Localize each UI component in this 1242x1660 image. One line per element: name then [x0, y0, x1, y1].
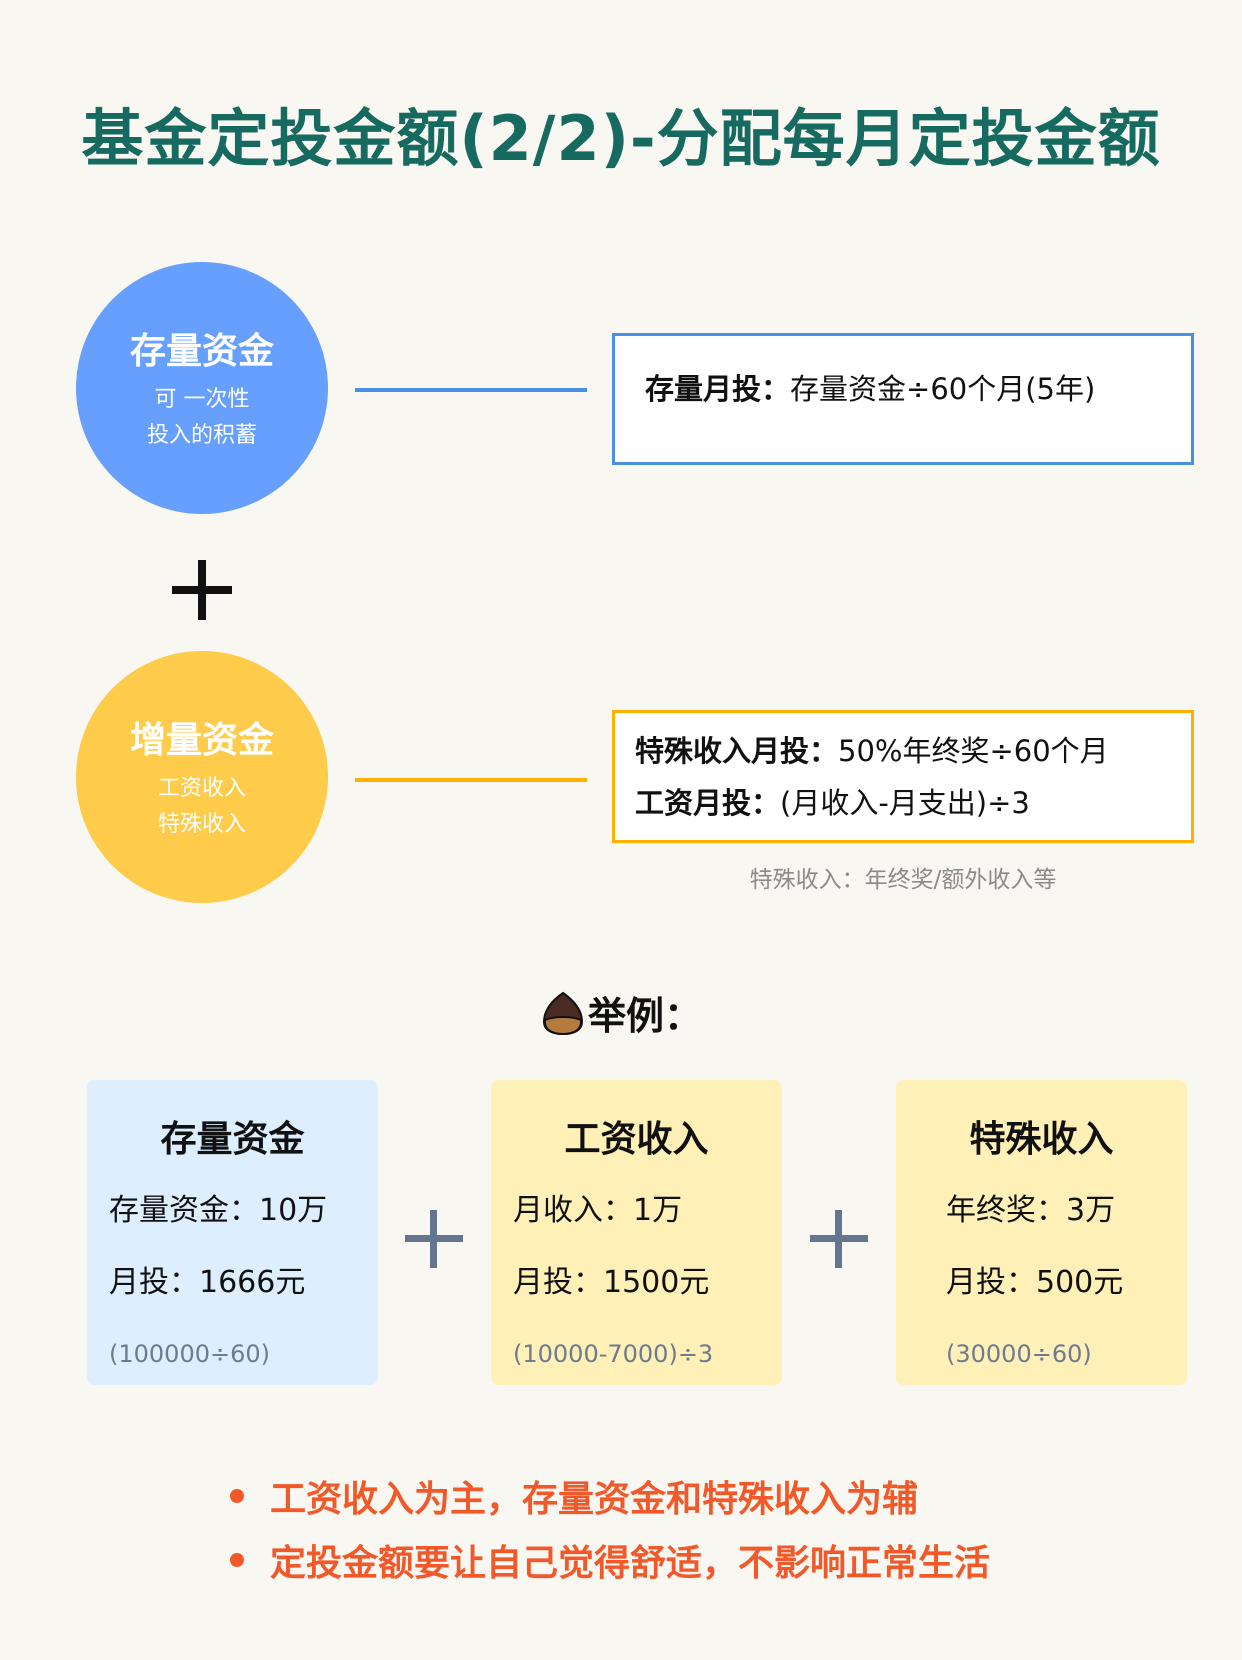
stock-example-card: 存量资金 存量资金：10万 月投：1666元 (100000÷60) — [87, 1080, 378, 1385]
card-formula: (10000-7000)÷3 — [513, 1340, 714, 1368]
card-formula: (30000÷60) — [946, 1340, 1092, 1368]
bullet-item: 工资收入为主，存量资金和特殊收入为辅 — [230, 1470, 918, 1522]
bullet-item: 定投金额要让自己觉得舒适，不影响正常生活 — [230, 1534, 990, 1586]
stock-fund-desc-1: 可 一次性 — [154, 387, 250, 412]
special-income-note: 特殊收入：年终奖/额外收入等 — [749, 867, 1057, 893]
card-title: 特殊收入 — [969, 1119, 1114, 1160]
increment-fund-circle: 增量资金 工资收入 特殊收入 — [76, 651, 328, 903]
connector-line-increment — [355, 778, 587, 782]
plus-icon — [405, 1210, 463, 1268]
card-line-2: 月投：1500元 — [513, 1265, 710, 1300]
card-formula: (100000÷60) — [109, 1340, 270, 1368]
card-line-2: 月投：500元 — [946, 1265, 1124, 1300]
stock-rule: 存量资金÷60个月(5年) — [790, 372, 1096, 406]
example-heading: 举例： — [0, 985, 1242, 1040]
increment-fund-desc-2: 特殊收入 — [157, 812, 246, 837]
plus-icon — [172, 560, 232, 620]
salary-rule: (月收入-月支出)÷3 — [780, 785, 1030, 820]
connector-line-stock — [355, 388, 587, 392]
special-rule: 50%年终奖÷60个月 — [838, 733, 1109, 768]
plus-icon — [810, 1210, 868, 1268]
card-line-1: 月收入：1万 — [513, 1193, 683, 1228]
bullet-dot-icon — [230, 1553, 244, 1567]
card-line-1: 存量资金：10万 — [109, 1193, 328, 1228]
special-rule-label: 特殊收入月投： — [635, 733, 839, 768]
stock-fund-circle: 存量资金 可 一次性 投入的积蓄 — [76, 262, 328, 514]
stock-rule-box: 存量月投：存量资金÷60个月(5年) — [612, 333, 1194, 465]
card-title: 工资收入 — [564, 1119, 709, 1160]
bullet-dot-icon — [230, 1489, 244, 1503]
increment-rule-box: 特殊收入月投：50%年终奖÷60个月 工资月投：(月收入-月支出)÷3 — [612, 710, 1194, 843]
special-example-card: 特殊收入 年终奖：3万 月投：500元 (30000÷60) — [896, 1080, 1187, 1385]
chestnut-icon — [542, 991, 583, 1035]
salary-rule-label: 工资月投： — [635, 785, 781, 820]
increment-fund-title: 增量资金 — [129, 720, 274, 761]
card-line-2: 月投：1666元 — [109, 1265, 306, 1300]
page-title: 基金定投金额(2/2)-分配每月定投金额 — [81, 102, 1161, 175]
example-label: 举例： — [587, 994, 702, 1038]
stock-rule-label: 存量月投： — [645, 372, 791, 406]
stock-fund-title: 存量资金 — [129, 331, 274, 372]
card-title: 存量资金 — [160, 1119, 305, 1160]
salary-example-card: 工资收入 月收入：1万 月投：1500元 (10000-7000)÷3 — [491, 1080, 782, 1385]
stock-fund-desc-2: 投入的积蓄 — [146, 423, 257, 448]
bullet-text: 定投金额要让自己觉得舒适，不影响正常生活 — [270, 1543, 991, 1584]
increment-fund-desc-1: 工资收入 — [157, 776, 246, 801]
bullet-text: 工资收入为主，存量资金和特殊收入为辅 — [270, 1479, 919, 1520]
card-line-1: 年终奖：3万 — [946, 1193, 1116, 1228]
